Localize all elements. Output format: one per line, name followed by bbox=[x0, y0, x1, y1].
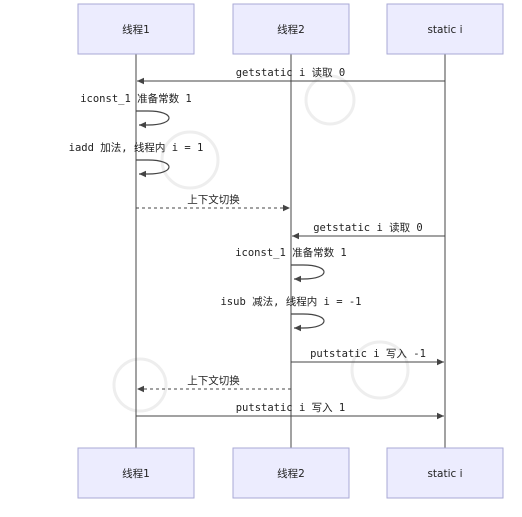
message-self-arrow bbox=[291, 264, 325, 283]
message-self-arrow bbox=[291, 313, 325, 332]
message-label: iconst_1 准备常数 1 bbox=[80, 92, 192, 105]
message-label: getstatic i 读取 0 bbox=[313, 221, 423, 234]
participant-label-t2-top: 线程2 bbox=[277, 23, 305, 36]
message-self-arrow bbox=[136, 110, 170, 129]
participant-label-t1-top: 线程1 bbox=[122, 23, 150, 36]
message-label: 上下文切换 bbox=[187, 193, 240, 206]
participant-label-si-bottom: static i bbox=[427, 468, 462, 480]
message-label: iconst_1 准备常数 1 bbox=[235, 246, 347, 259]
watermark-logo bbox=[112, 74, 410, 413]
participant-box-t2-bottom bbox=[232, 447, 350, 499]
participant-box-t2-top bbox=[232, 3, 350, 55]
message-label: getstatic i 读取 0 bbox=[236, 66, 346, 79]
message-label: 上下文切换 bbox=[187, 374, 240, 387]
message-label: iadd 加法, 线程内 i = 1 bbox=[69, 141, 204, 154]
message-label: putstatic i 写入 -1 bbox=[310, 348, 426, 360]
participant-box-si-top bbox=[386, 3, 504, 55]
participant-label-si-top: static i bbox=[427, 24, 462, 36]
participant-box-si-bottom bbox=[386, 447, 504, 499]
participant-box-t1-bottom bbox=[77, 447, 195, 499]
participant-box-t1-top bbox=[77, 3, 195, 55]
participant-label-t2-bottom: 线程2 bbox=[277, 467, 305, 480]
message-label: putstatic i 写入 1 bbox=[236, 402, 346, 414]
message-label: isub 减法, 线程内 i = -1 bbox=[220, 295, 361, 308]
participant-label-t1-bottom: 线程1 bbox=[122, 467, 150, 480]
message-self-arrow bbox=[136, 159, 170, 178]
